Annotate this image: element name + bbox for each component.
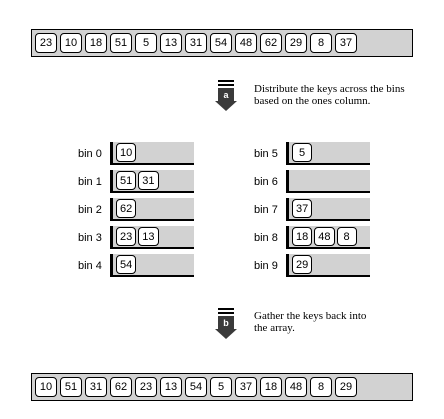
array-key: 62 [110,377,132,397]
bin-label: bin 6 [254,175,278,188]
step-b-note-line1: Gather the keys back into [254,310,367,322]
bin-8: 18 48 8 [286,226,370,249]
bin-key: 5 [292,143,312,162]
step-b-arrow-icon: b [215,308,237,339]
array-key: 54 [210,33,232,53]
output-array: 10 51 31 62 23 13 54 5 37 18 48 8 29 [31,373,413,401]
bin-0: 10 [110,142,194,165]
array-key: 8 [310,33,332,53]
array-key: 51 [110,33,132,53]
array-key: 13 [160,33,182,53]
array-key: 37 [335,33,357,53]
bin-row-7: bin 7 37 [254,198,370,221]
bin-key: 37 [292,199,313,218]
bin-label: bin 8 [254,231,278,244]
bin-label: bin 9 [254,259,278,272]
array-key: 31 [185,33,207,53]
array-key: 23 [35,33,57,53]
bin-key: 48 [314,227,335,246]
bin-label: bin 4 [78,259,102,272]
array-key: 37 [235,377,257,397]
array-key: 8 [310,377,332,397]
bin-row-4: bin 4 54 [78,254,194,277]
array-key: 5 [135,33,157,53]
bin-row-9: bin 9 29 [254,254,370,277]
step-b-note: Gather the keys back into the array. [254,310,366,334]
array-key: 29 [285,33,307,53]
bin-6 [286,170,370,193]
bin-row-2: bin 2 62 [78,198,194,221]
bin-label: bin 0 [78,147,102,160]
bin-label: bin 7 [254,203,278,216]
bin-1: 51 31 [110,170,194,193]
array-key: 10 [35,377,57,397]
bin-3: 23 13 [110,226,194,249]
step-a-marker: a [218,88,234,101]
bin-row-6: bin 6 [254,170,370,193]
bin-key: 18 [292,227,313,246]
bin-9: 29 [286,254,370,277]
array-key: 48 [285,377,307,397]
bin-label: bin 1 [78,175,102,188]
bin-label: bin 3 [78,231,102,244]
bin-key: 13 [138,227,159,246]
array-key: 51 [60,377,82,397]
array-key: 10 [60,33,82,53]
array-key: 62 [260,33,282,53]
step-a-note: Distribute the keys across the bins base… [254,83,405,107]
bin-key: 54 [116,255,137,274]
input-array: 23 10 18 51 5 13 31 54 48 62 29 8 37 [31,29,413,57]
step-a-note-line2: based on the ones column. [254,95,371,107]
array-key: 54 [185,377,207,397]
bin-2: 62 [110,198,194,221]
array-key: 5 [210,377,232,397]
bin-row-3: bin 3 23 13 [78,226,194,249]
step-a-arrow-icon: a [215,80,237,111]
step-a-note-line1: Distribute the keys across the bins [254,83,405,95]
step-b-note-line2: the array. [254,322,295,334]
bin-7: 37 [286,198,370,221]
array-key: 23 [135,377,157,397]
bin-label: bin 5 [254,147,278,160]
bin-4: 54 [110,254,194,277]
array-key: 18 [260,377,282,397]
array-key: 13 [160,377,182,397]
step-b-marker: b [218,316,234,329]
array-key: 18 [85,33,107,53]
bin-key: 51 [116,171,137,190]
bin-label: bin 2 [78,203,102,216]
array-key: 29 [335,377,357,397]
bin-key: 29 [292,255,313,274]
bin-5: 5 [286,142,370,165]
bin-row-0: bin 0 10 [78,142,194,165]
array-key: 48 [235,33,257,53]
bin-row-1: bin 1 51 31 [78,170,194,193]
bin-row-5: bin 5 5 [254,142,370,165]
bin-row-8: bin 8 18 48 8 [254,226,370,249]
array-key: 31 [85,377,107,397]
bin-key: 10 [116,143,137,162]
bin-key: 31 [138,171,159,190]
bin-key: 23 [116,227,137,246]
bin-key: 62 [116,199,137,218]
bin-key: 8 [336,227,357,246]
